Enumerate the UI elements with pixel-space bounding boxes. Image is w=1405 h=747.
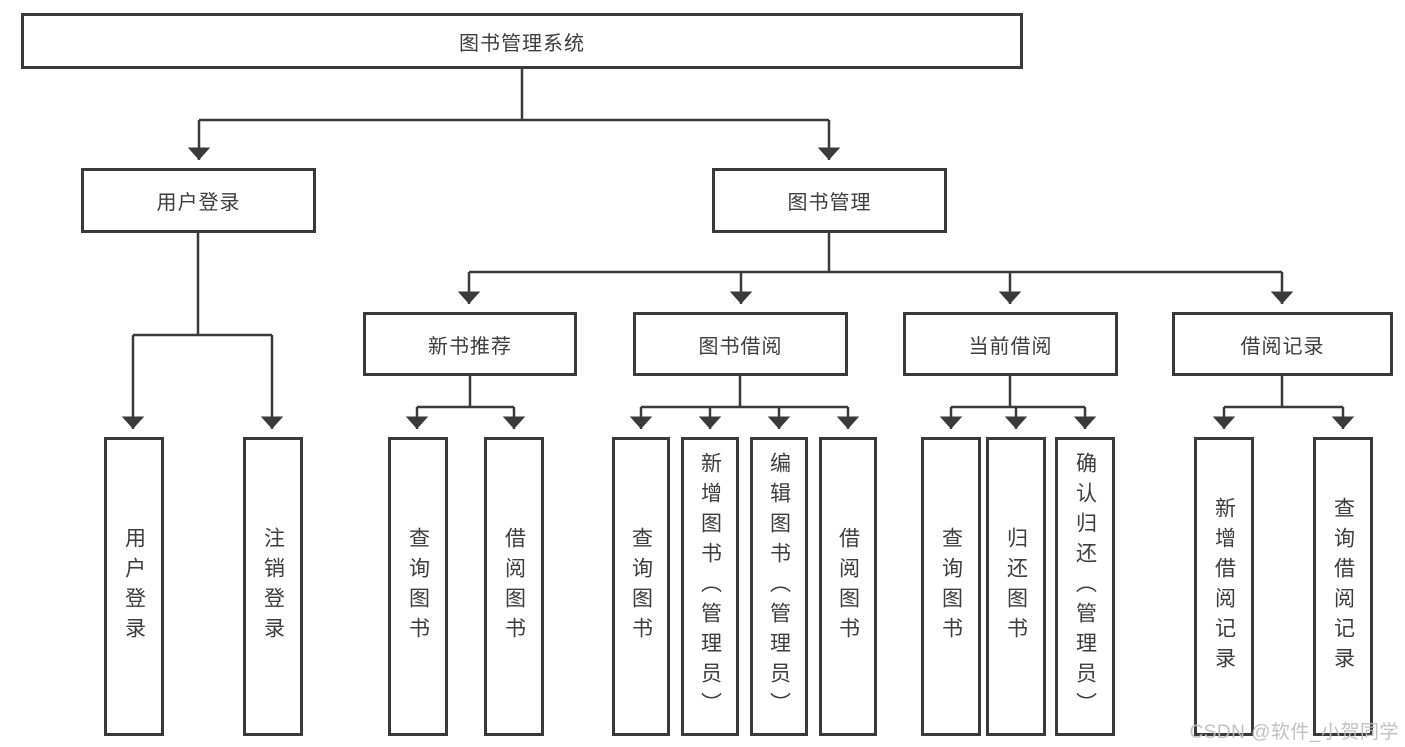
node-book-borrow: 图书借阅 xyxy=(633,312,848,376)
leaf-return-book: 归还图书 xyxy=(986,437,1046,736)
leaf-query-borrow-record: 查询借阅记录 xyxy=(1313,437,1373,736)
leaf-add-borrow-record-label: 新增借阅记录 xyxy=(1212,496,1236,677)
node-root-label: 图书管理系统 xyxy=(459,32,585,55)
node-borrow-records-label: 借阅记录 xyxy=(1240,335,1325,358)
leaf-borrow-book-recommend-label: 借阅图书 xyxy=(502,526,526,647)
node-user-login-label: 用户登录 xyxy=(156,192,241,214)
leaf-borrow-book-recommend: 借阅图书 xyxy=(484,437,544,736)
leaf-user-login: 用户登录 xyxy=(104,437,164,736)
node-book-management-label: 图书管理 xyxy=(787,192,872,214)
leaf-confirm-return-admin: 确认归还（管理员） xyxy=(1055,437,1115,736)
leaf-logout: 注销登录 xyxy=(243,437,303,736)
leaf-query-book-recommend-label: 查询图书 xyxy=(406,526,430,647)
leaf-edit-book-admin: 编辑图书（管理员） xyxy=(750,437,808,736)
leaf-add-book-admin-label: 新增图书（管理员） xyxy=(698,451,722,722)
leaf-user-login-label: 用户登录 xyxy=(122,526,146,647)
csdn-watermark: CSDN @软件_小贺同学 xyxy=(1189,722,1399,743)
leaf-return-book-label: 归还图书 xyxy=(1004,526,1028,647)
node-new-book-recommend: 新书推荐 xyxy=(363,312,577,376)
leaf-query-book-borrow-label: 查询图书 xyxy=(629,526,653,647)
leaf-query-book-current-label: 查询图书 xyxy=(939,526,963,647)
leaf-borrow-book-label: 借阅图书 xyxy=(836,526,860,647)
node-new-book-recommend-label: 新书推荐 xyxy=(428,335,512,358)
node-book-borrow-label: 图书借阅 xyxy=(698,335,783,358)
leaf-logout-label: 注销登录 xyxy=(261,526,285,647)
node-user-login: 用户登录 xyxy=(81,168,316,233)
leaf-edit-book-admin-label: 编辑图书（管理员） xyxy=(767,451,791,722)
leaf-query-book-borrow: 查询图书 xyxy=(612,437,670,736)
leaf-borrow-book: 借阅图书 xyxy=(819,437,877,736)
node-current-borrow-label: 当前借阅 xyxy=(968,335,1053,358)
leaf-query-book-recommend: 查询图书 xyxy=(388,437,448,736)
leaf-add-book-admin: 新增图书（管理员） xyxy=(681,437,739,736)
node-borrow-records: 借阅记录 xyxy=(1172,312,1393,376)
node-book-management: 图书管理 xyxy=(712,168,947,233)
node-current-borrow: 当前借阅 xyxy=(903,312,1118,376)
leaf-query-borrow-record-label: 查询借阅记录 xyxy=(1331,496,1355,677)
node-root: 图书管理系统 xyxy=(21,13,1023,69)
leaf-add-borrow-record: 新增借阅记录 xyxy=(1194,437,1254,736)
leaf-confirm-return-admin-label: 确认归还（管理员） xyxy=(1073,451,1097,722)
leaf-query-book-current: 查询图书 xyxy=(921,437,981,736)
